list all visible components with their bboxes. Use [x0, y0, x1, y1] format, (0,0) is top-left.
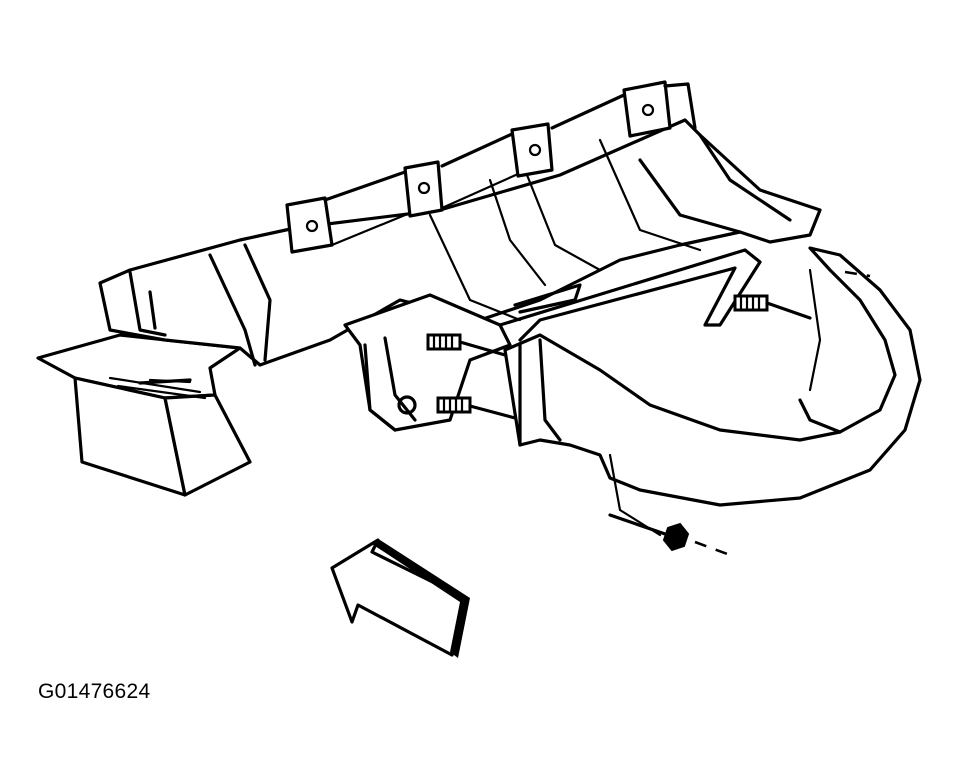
bracket [343, 248, 762, 432]
stud-upper-left [426, 333, 507, 357]
figure-id-label: G01476624 [38, 680, 151, 703]
mounting-tab-1 [285, 196, 334, 254]
stud-right [733, 294, 812, 320]
nut [608, 513, 731, 557]
mounting-tabs [285, 80, 697, 254]
mounting-tab-2 [403, 160, 444, 218]
mounting-tab-3 [510, 122, 554, 178]
front-direction-arrow [330, 538, 470, 658]
duct-bowl [503, 246, 922, 537]
studs [426, 270, 871, 420]
mounting-tab-4 [622, 80, 672, 138]
duct-left-end [36, 333, 252, 497]
stud-lower-left [436, 396, 517, 420]
